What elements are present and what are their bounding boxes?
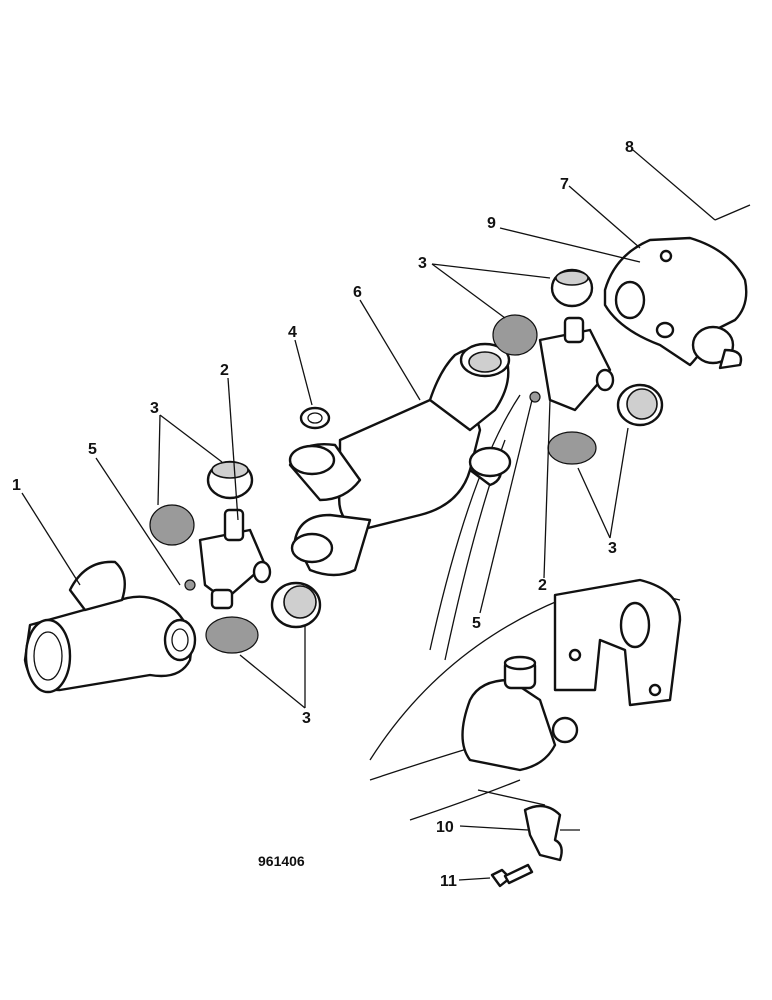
callout-2-right: 2 — [538, 577, 547, 594]
splined-yoke-part-1 — [23, 560, 197, 694]
callout-10: 10 — [436, 819, 454, 836]
callout-7: 7 — [560, 176, 569, 193]
callout-3-right-bottom: 3 — [608, 540, 617, 557]
callout-5-right: 5 — [472, 615, 481, 632]
callout-3-left-top: 3 — [150, 400, 159, 417]
drawing-reference-number: 961406 — [258, 853, 305, 869]
bearing-cups-right-part-3 — [492, 268, 664, 465]
grease-nipple-left-part-5 — [184, 579, 196, 591]
callout-8: 8 — [625, 139, 634, 156]
bearing-cups-left-part-3 — [149, 460, 322, 654]
bolt-part-11 — [490, 863, 534, 888]
output-yoke-assembly — [461, 578, 682, 772]
grease-nipple-right-part-5 — [529, 391, 541, 403]
callout-5-left: 5 — [88, 441, 97, 458]
spider-left-part-2 — [198, 508, 272, 610]
spider-right-part-2 — [538, 316, 615, 412]
callout-11: 11 — [440, 873, 457, 890]
center-shaft-part-6 — [288, 342, 512, 577]
callout-2-left: 2 — [220, 362, 229, 379]
strap-clamp-part-10 — [523, 804, 563, 862]
callout-4: 4 — [288, 324, 297, 341]
callout-9: 9 — [487, 215, 496, 232]
callout-1: 1 — [12, 477, 21, 494]
leader-lines — [21, 149, 751, 881]
flange-yoke-part-7 — [603, 236, 748, 370]
callout-3-right-top: 3 — [418, 255, 427, 272]
callout-6: 6 — [353, 284, 362, 301]
circlip-part-4 — [299, 406, 331, 430]
callout-3-left-bottom: 3 — [302, 710, 311, 727]
callout-labels: 1 5 3 2 4 6 3 9 7 8 3 2 5 3 10 11 961406 — [12, 139, 634, 890]
